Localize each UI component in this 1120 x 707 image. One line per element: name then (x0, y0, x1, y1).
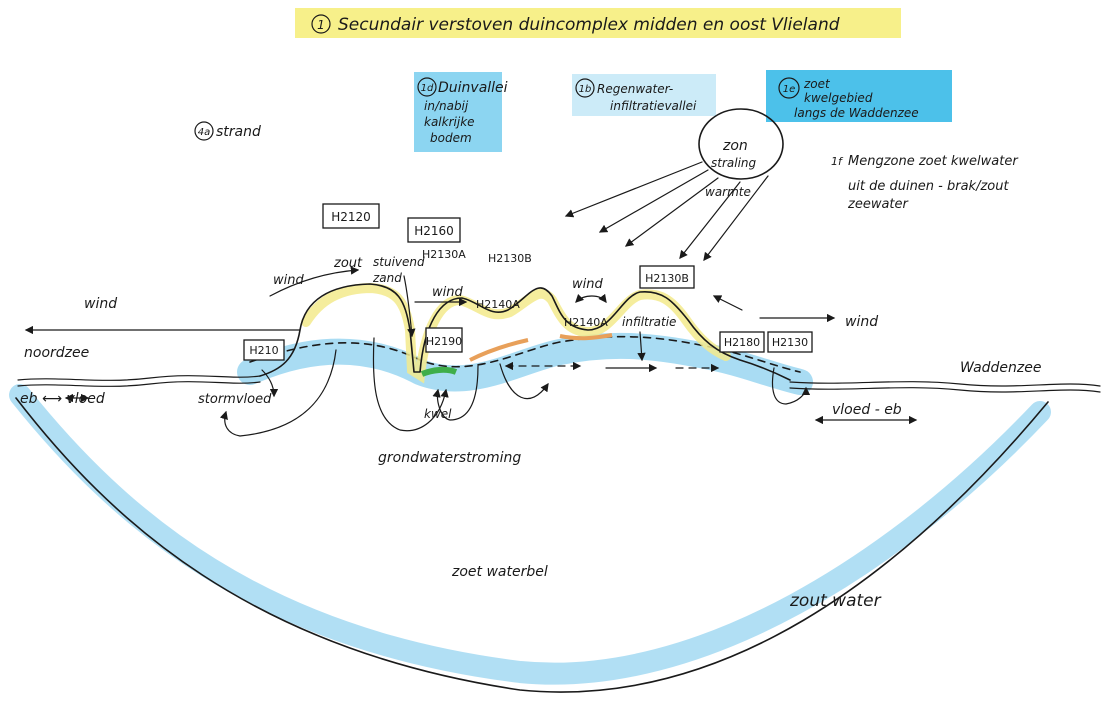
zand-label: zand (372, 271, 402, 285)
zout-label: zout (333, 256, 363, 271)
eb-vloed-label: eb ⟷ vloed (20, 391, 105, 407)
kwel-label: kwel (424, 407, 452, 421)
legend-kwelgebied-highlight (766, 70, 952, 122)
stormvloed-arrow (261, 369, 279, 398)
code-h2130-right: H2130 (772, 336, 808, 349)
sea-surface-right-2 (789, 387, 1101, 393)
code-box-h2180 (719, 331, 765, 353)
sea-surface-right-1 (789, 381, 1101, 387)
legend-kwelgebied-circle (778, 77, 800, 99)
legend-mengzone-line2: uit de duinen - brak/zout (848, 179, 1009, 194)
legend-regenwater-number: 1b (579, 84, 592, 95)
code-h2140a-valley: H2140A (564, 316, 608, 329)
wind-arrow-right-a (712, 295, 743, 311)
zout-water-label: zout water (789, 591, 882, 611)
code-h2190: H2190 (426, 335, 462, 348)
kwel-green-zone (420, 366, 458, 377)
legend-regenwater-line1: Regenwater- (597, 82, 673, 96)
waddenzee-label: Waddenzee (960, 360, 1042, 376)
legend-regenwater-line2: infiltratievallei (610, 99, 697, 113)
freshwater-lens-outline (15, 397, 1049, 693)
freshwater-lens-fill (9, 384, 1051, 685)
code-box-h2130-right (767, 331, 813, 353)
vloed-eb-label: vloed - eb (832, 402, 902, 418)
legend-duinvallei-highlight (414, 72, 502, 152)
sun-ray-1 (564, 161, 703, 218)
legend-duinvallei-line1: Duinvallei (438, 80, 508, 96)
legend-duinvallei-circle (417, 77, 437, 97)
legend-kwelgebied-line1: zoet (803, 77, 831, 91)
seepage-loop-right (771, 367, 811, 405)
legend-strand-number: 4a (198, 127, 211, 138)
sand-deposit (301, 282, 731, 384)
legend-mengzone-line3: zeewater (847, 197, 910, 212)
sun-label: zon (722, 138, 748, 154)
stormvloed-label: stormvloed (198, 392, 272, 407)
legend-mengzone-line1: Mengzone zoet kwelwater (848, 154, 1019, 169)
code-h2130b-left: H2130B (488, 252, 532, 265)
peat-layer-right (559, 333, 613, 341)
wind-label-mid: wind (432, 285, 463, 300)
legend-duinvallei-line3: kalkrijke (424, 115, 475, 129)
code-h2160: H2160 (414, 224, 454, 238)
sun-warmte-label: warmte (705, 185, 751, 199)
wind-label-left: wind (84, 296, 117, 312)
sun-ray-5 (703, 175, 769, 262)
sun-ray-4 (679, 181, 741, 259)
legend-regenwater-circle (575, 78, 595, 98)
sun-circle (698, 108, 784, 180)
wind-label-valley: wind (572, 277, 603, 292)
zout-wind-arrow (269, 266, 360, 297)
peat-layer-left (469, 338, 529, 362)
legend-strand-label: strand (216, 124, 261, 140)
sea-surface-left-2 (17, 381, 261, 387)
code-box-h2130b-right (639, 265, 695, 289)
infiltratie-label: infiltratie (622, 315, 676, 329)
title-number-circle (311, 14, 331, 34)
code-box-h2210 (243, 339, 285, 361)
legend-kwelgebied-number: 1e (783, 84, 796, 95)
infiltratie-arrow (637, 331, 646, 362)
zoet-waterbel-label: zoet waterbel (451, 564, 548, 580)
title-highlight (295, 8, 901, 38)
groundwater-loop-mid (432, 365, 479, 421)
sand-flow-arrow (403, 275, 416, 338)
wind-swirl-valley (575, 293, 607, 304)
code-h2180: H2180 (724, 336, 760, 349)
wind-label-right: wind (845, 314, 878, 330)
noordzee-label: noordzee (24, 345, 89, 361)
legend-duinvallei-number: 1d (421, 83, 434, 94)
legend-duinvallei-line4: bodem (430, 131, 472, 145)
sun-ray-3 (624, 177, 719, 247)
dune-profile-line (259, 283, 791, 381)
code-box-h2190 (425, 327, 463, 353)
code-box-h2160 (407, 217, 461, 243)
groundwater-loop-outer (219, 349, 337, 437)
diagram-title: Secundair verstoven duincomplex midden e… (338, 15, 840, 35)
code-h2140a-top: H2140A (476, 298, 520, 311)
legend-duinvallei-line2: in/nabij (424, 99, 469, 113)
sun-ray-2 (598, 169, 709, 233)
zout-wind-label: wind (273, 273, 304, 288)
code-h2120: H2120 (331, 210, 371, 224)
code-h2130a-left: H2130A (422, 248, 466, 261)
sun-straling-label: straling (711, 156, 757, 170)
groundwater-loop-left (372, 337, 449, 432)
stuivend-label: stuivend (373, 255, 425, 269)
legend-mengzone-number: 1f (831, 155, 844, 168)
code-h2130b-right: H2130B (645, 272, 689, 285)
legend-strand-circle (194, 121, 214, 141)
legend-kwelgebied-line3: langs de Waddenzee (794, 106, 919, 120)
groundwater-loop-right (499, 363, 549, 400)
legend-regenwater-highlight (572, 74, 716, 116)
title-number: 1 (317, 18, 325, 32)
sea-surface-left-1 (17, 375, 261, 381)
code-box-h2120 (322, 203, 380, 229)
grondwaterstroming-label: grondwaterstroming (378, 450, 521, 466)
code-h2210: H210 (249, 344, 278, 357)
legend-kwelgebied-line2: kwelgebied (804, 91, 873, 105)
